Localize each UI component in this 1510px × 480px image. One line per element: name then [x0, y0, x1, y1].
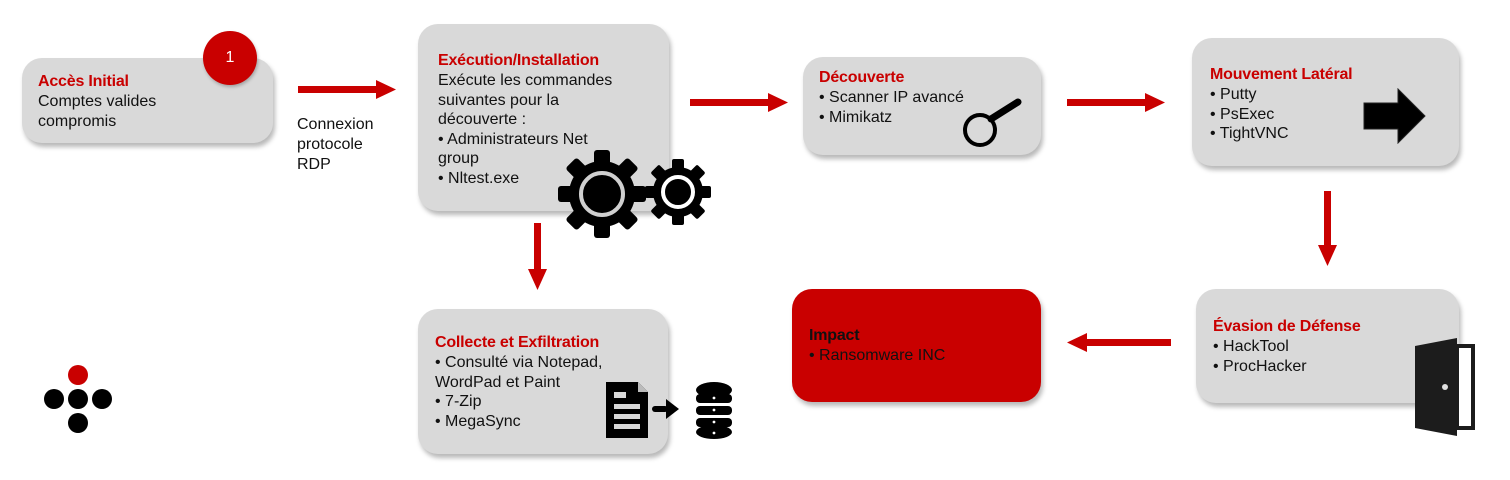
arrow-lateral-to-evasion — [1318, 191, 1337, 266]
stage-line: group — [438, 150, 479, 167]
stage-title: Collecte et Exfiltration — [435, 334, 600, 351]
edge-label-line: RDP — [297, 156, 331, 173]
stage-line: • Mimikatz — [819, 108, 893, 126]
stage-line: • MegaSync — [435, 412, 521, 430]
arrow-evasion-to-impact — [1067, 333, 1171, 352]
stage-execution: Exécution/Installation Exécute les comma… — [418, 24, 669, 211]
stage-title: Évasion de Défense — [1213, 318, 1361, 335]
stage-discovery: Découverte • Scanner IP avancé • Mimikat… — [803, 57, 1041, 155]
stage-line: • Putty — [1210, 86, 1257, 103]
arrow-execution-to-collection — [528, 223, 547, 290]
logo-dot — [44, 389, 64, 409]
stage-line: suivantes pour la — [438, 91, 559, 109]
logo-dot — [68, 365, 88, 385]
open-door-icon — [1415, 338, 1475, 436]
stage-line: • 7-Zip — [435, 393, 482, 410]
step-number: 1 — [225, 49, 235, 66]
stage-line: • TightVNC — [1210, 125, 1289, 142]
stage-title: Impact — [809, 327, 860, 344]
logo-dot — [92, 389, 112, 409]
stage-line: • Ransomware INC — [809, 347, 946, 364]
stage-line: • ProcHacker — [1213, 357, 1307, 375]
stage-line: Exécute les commandes — [438, 72, 613, 89]
logo-dot — [68, 389, 88, 409]
edge-label-line: Connexion — [297, 116, 374, 133]
stage-title: Accès Initial — [38, 73, 129, 90]
gears-icon — [558, 150, 711, 238]
stage-line: découverte : — [438, 111, 527, 128]
right-arrow-icon — [1363, 88, 1426, 144]
magnifier-icon — [963, 98, 1022, 147]
document-to-database-icon — [606, 382, 732, 439]
logo-dot — [68, 413, 88, 433]
stage-title: Mouvement Latéral — [1210, 66, 1353, 83]
arrow-execution-to-discovery — [690, 93, 788, 112]
stage-lateral-movement: Mouvement Latéral • Putty • PsExec • Tig… — [1192, 38, 1459, 166]
stage-line: compromis — [38, 112, 117, 130]
stage-impact: Impact • Ransomware INC — [792, 289, 1041, 402]
stage-line: • Administrateurs Net — [438, 130, 588, 148]
stage-line: Comptes valides — [38, 93, 157, 110]
arrow-initial-to-execution — [298, 80, 396, 99]
dots-logo — [44, 363, 112, 433]
edge-label-rdp: Connexion protocole RDP — [297, 115, 374, 175]
stage-line: • HackTool — [1213, 338, 1289, 355]
stage-title: Exécution/Installation — [438, 52, 599, 69]
edge-label-line: protocole — [297, 136, 363, 153]
stage-line: • Scanner IP avancé — [819, 89, 964, 106]
arrow-discovery-to-lateral — [1067, 93, 1165, 112]
stage-line: • Nltest.exe — [438, 169, 520, 187]
stage-line: WordPad et Paint — [435, 373, 561, 391]
stage-line: • Consulté via Notepad, — [435, 354, 603, 371]
step-number-badge: 1 — [203, 31, 257, 85]
stage-line: • PsExec — [1210, 105, 1275, 123]
stage-title: Découverte — [819, 69, 905, 86]
